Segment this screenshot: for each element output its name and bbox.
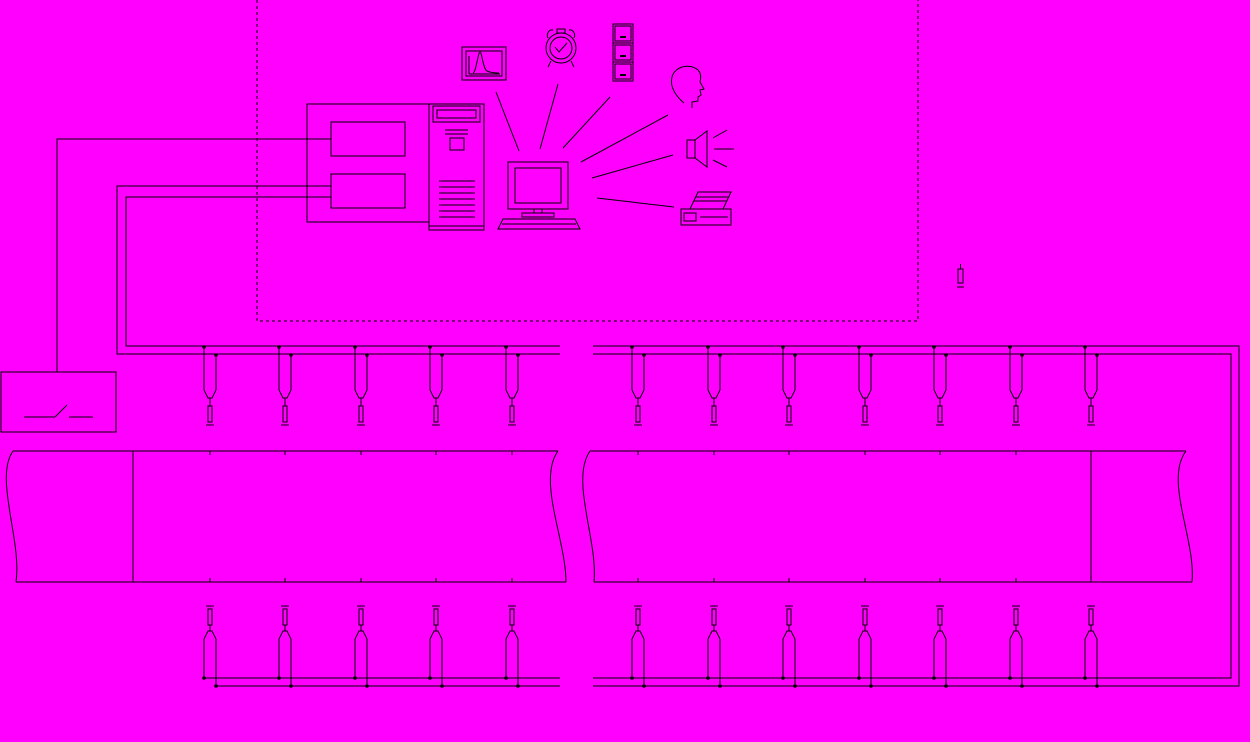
io-module-top (330, 121, 406, 157)
sensor-top-9 (932, 345, 948, 426)
sensor-top-6 (706, 345, 722, 426)
sensor-top-0 (202, 345, 218, 426)
standalone-sensor-icon (957, 264, 964, 288)
sensor-top-4 (504, 345, 520, 426)
feeder-wiring (56, 138, 560, 372)
filing-cabinet-icon (612, 23, 634, 82)
sensor-top-3 (428, 345, 444, 426)
sensor-top-11 (1083, 345, 1099, 426)
workstation-links (495, 83, 675, 208)
sensor-array (202, 345, 1099, 688)
alarm-clock-icon (545, 28, 577, 68)
sensor-bottom-11 (1083, 605, 1099, 688)
sensor-bottom-0 (202, 605, 218, 688)
sensor-bottom-4 (504, 605, 520, 688)
control-room-boundary (256, 0, 919, 322)
sensor-top-1 (277, 345, 293, 426)
io-module-bottom (330, 173, 406, 209)
switch-box-icon (0, 371, 117, 433)
left-bottom-bus (203, 677, 560, 687)
chart-monitor-icon (461, 46, 507, 81)
sensor-bottom-8 (857, 605, 873, 688)
printer-icon (680, 191, 732, 226)
sensor-top-7 (781, 345, 797, 426)
server-rack-icon (428, 103, 485, 231)
sensor-bottom-7 (781, 605, 797, 688)
computer-icon (497, 161, 581, 230)
control-cabinet (306, 103, 430, 223)
sensor-bottom-5 (630, 605, 646, 688)
pipe-section-right (582, 450, 1193, 583)
sensor-top-5 (630, 345, 646, 426)
pipe-ticks (209, 451, 1092, 582)
sensor-bottom-9 (932, 605, 948, 688)
sensor-top-2 (353, 345, 369, 426)
sensor-bottom-3 (428, 605, 444, 688)
sensor-top-10 (1008, 345, 1024, 426)
sensor-top-8 (857, 345, 873, 426)
sensor-bottom-10 (1008, 605, 1024, 688)
pipe-section-left (5, 450, 567, 583)
right-bus (593, 345, 1240, 687)
speaker-icon (686, 129, 734, 168)
sensor-bottom-2 (353, 605, 369, 688)
person-head-icon (670, 65, 705, 108)
sensor-bottom-6 (706, 605, 722, 688)
sensor-bottom-1 (277, 605, 293, 688)
